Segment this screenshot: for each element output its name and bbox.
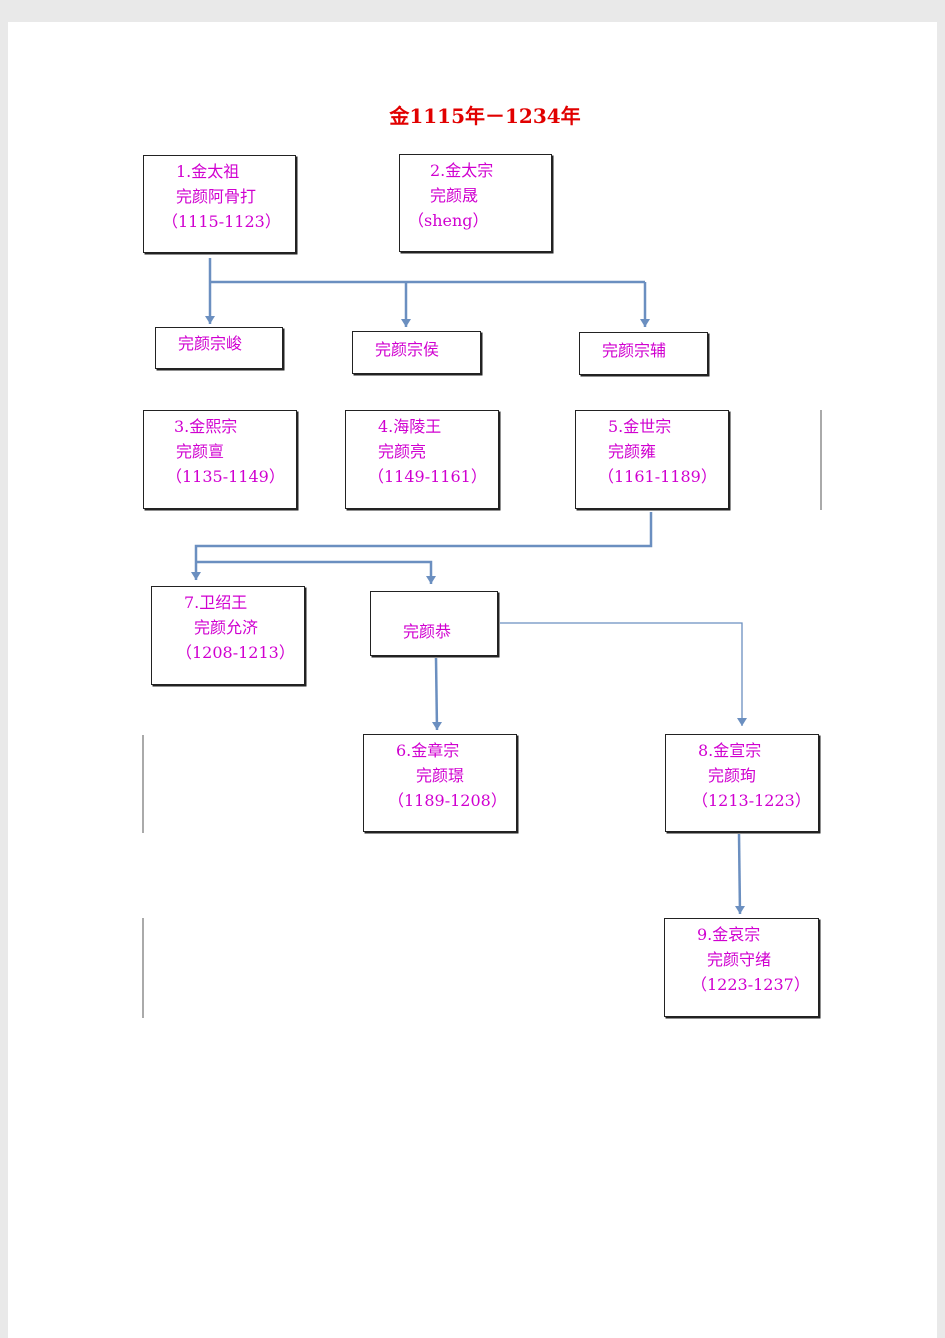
connector-to-gong [196,560,436,584]
node-aizong: 9.金哀宗 完颜守绪 （1223-1237） [664,918,819,1017]
node-number-name: 1.金太祖 [176,162,240,181]
node-number-name: 7.卫绍王 [184,593,248,612]
connector-shizong-to-sons [191,512,653,580]
node-reign-years: （1213-1223） [692,791,811,810]
node-personal-name: 完颜亮 [378,442,427,461]
node-number-name: 6.金章宗 [396,741,460,760]
node-number-name: 9.金哀宗 [697,925,761,944]
node-personal-name: 完颜宗辅 [602,341,667,360]
node-reign-years: （1189-1208） [388,791,507,810]
node-hailing: 4.海陵王 完颜亮 （1149-1161） [345,410,499,509]
node-reign-years: （1161-1189） [598,467,717,486]
connector-xuanzong-to-aizong [735,833,745,915]
node-personal-name: 完颜宗侯 [375,340,440,359]
node-gong: 完颜恭 [370,591,498,656]
page-title: 金1115年－1234年 [389,104,581,128]
connector-gong-to-xuanzong [500,622,747,726]
node-personal-name: 完颜阿骨打 [176,187,257,206]
node-zongfu: 完颜宗辅 [579,332,708,375]
node-taizu: 1.金太祖 完颜阿骨打 （1115-1123） [143,155,296,253]
node-xizong: 3.金熙宗 完颜亶 （1135-1149） [143,410,297,509]
node-xuanzong: 8.金宣宗 完颜珣 （1213-1223） [665,734,819,832]
node-shizong: 5.金世宗 完颜雍 （1161-1189） [575,410,729,509]
node-zhangzong: 6.金章宗 完颜璟 （1189-1208） [363,734,517,832]
node-personal-name: 完颜亶 [176,442,225,461]
connector-gong-to-zhangzong [432,657,442,731]
node-personal-name: 完颜雍 [608,442,657,461]
node-zongjun: 完颜宗峻 [155,327,283,369]
node-reign-years: （1149-1161） [368,467,487,486]
node-note: （sheng） [408,211,489,230]
node-personal-name: 完颜恭 [403,622,452,641]
node-personal-name: 完颜守绪 [707,950,772,969]
node-personal-name: 完颜璟 [416,766,465,785]
node-zongyao: 完颜宗侯 [352,331,481,374]
node-number-name: 3.金熙宗 [174,417,238,436]
node-number-name: 5.金世宗 [608,417,672,436]
node-personal-name: 完颜珣 [708,766,757,785]
node-personal-name: 完颜晟 [430,186,479,205]
node-personal-name: 完颜宗峻 [178,334,243,353]
node-reign-years: （1135-1149） [166,467,285,486]
node-reign-years: （1223-1237） [691,975,810,994]
node-weishao: 7.卫绍王 完颜允济 （1208-1213） [151,586,305,685]
node-number-name: 4.海陵王 [378,417,442,436]
node-personal-name: 完颜允济 [194,618,259,637]
node-number-name: 8.金宣宗 [698,741,762,760]
node-taizong: 2.金太宗 完颜晟 （sheng） [399,154,552,252]
node-number-name: 2.金太宗 [430,161,494,180]
node-reign-years: （1208-1213） [176,643,295,662]
node-reign-years: （1115-1123） [162,212,281,231]
